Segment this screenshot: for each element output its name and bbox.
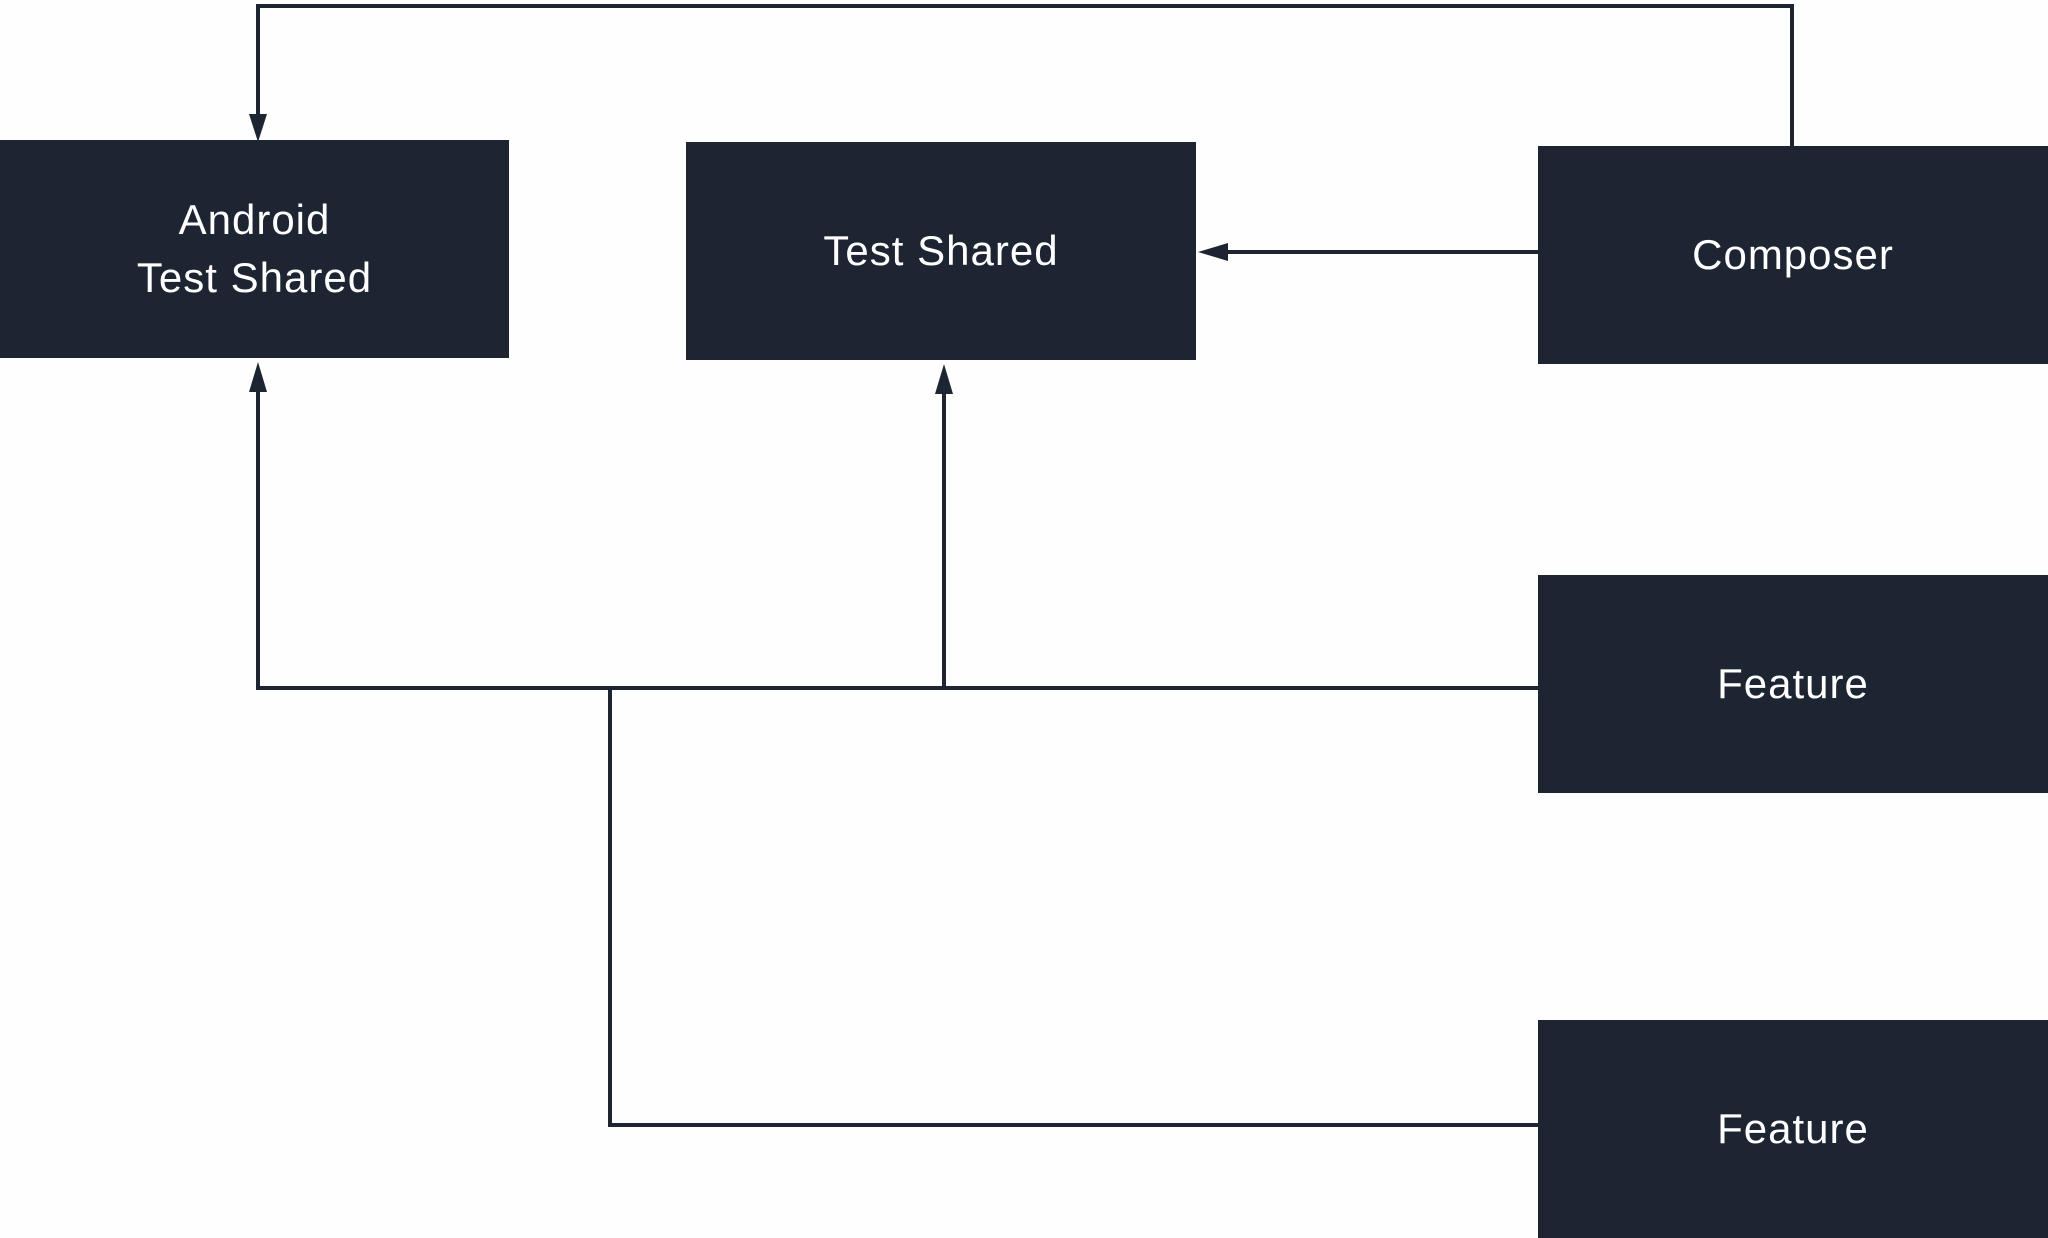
composer-node: Composer	[1538, 146, 2048, 364]
arrowhead-up-android-test-shared	[249, 362, 267, 392]
test-shared-label: Test Shared	[823, 227, 1059, 274]
arrowhead-left-test-shared	[1198, 243, 1228, 261]
android-test-shared-label: Android Test Shared	[136, 196, 373, 301]
feature-node-2: Feature	[1538, 1020, 2048, 1238]
test-shared-node: Test Shared	[686, 142, 1196, 360]
feature-2-label: Feature	[1717, 1105, 1869, 1152]
arrowhead-up-test-shared	[935, 364, 953, 394]
feature-node-1: Feature	[1538, 575, 2048, 793]
android-test-shared-node: Android Test Shared	[0, 140, 509, 358]
edge-composer-to-android-test-shared	[256, 4, 1794, 146]
composer-label: Composer	[1692, 231, 1894, 278]
feature-1-label: Feature	[1717, 660, 1869, 707]
arrowhead-down-android-test-shared	[249, 114, 267, 142]
edge-feature-bus	[256, 386, 1538, 690]
edge-feature-2-to-bus	[608, 688, 1538, 1127]
